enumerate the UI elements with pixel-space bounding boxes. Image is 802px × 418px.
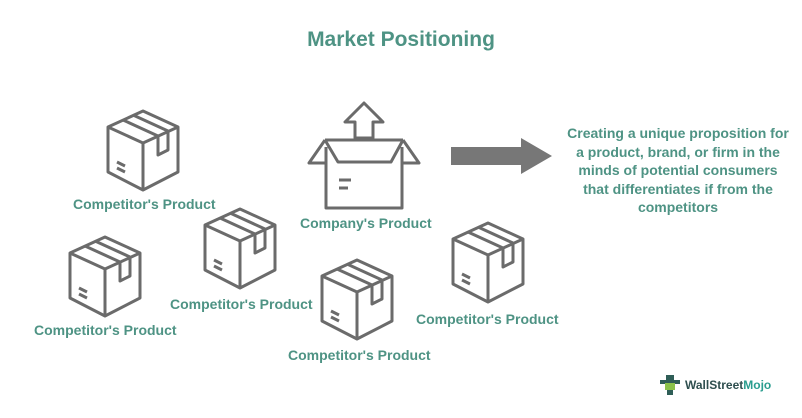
definition-text: Creating a unique proposition for a prod… — [567, 125, 789, 215]
competitor-label: Competitor's Product — [416, 311, 559, 327]
competitor-label: Competitor's Product — [73, 196, 216, 212]
box-icon — [451, 221, 525, 304]
logo-text: WallStreetMojo — [685, 378, 772, 392]
company-label: Company's Product — [300, 215, 432, 231]
diagram-title: Market Positioning — [307, 28, 495, 51]
open-box-arrow-up-icon — [307, 101, 421, 210]
competitor-label: Competitor's Product — [288, 347, 431, 363]
competitor-label: Competitor's Product — [34, 322, 177, 338]
box-icon — [68, 235, 142, 318]
box-icon — [320, 258, 394, 341]
wallstreetmojo-logo: WallStreetMojo — [659, 375, 771, 395]
logo-icon — [660, 375, 680, 395]
competitor-label: Competitor's Product — [170, 296, 313, 312]
box-icon — [203, 207, 277, 290]
right-arrow-icon — [451, 138, 552, 174]
box-icon — [106, 109, 180, 192]
